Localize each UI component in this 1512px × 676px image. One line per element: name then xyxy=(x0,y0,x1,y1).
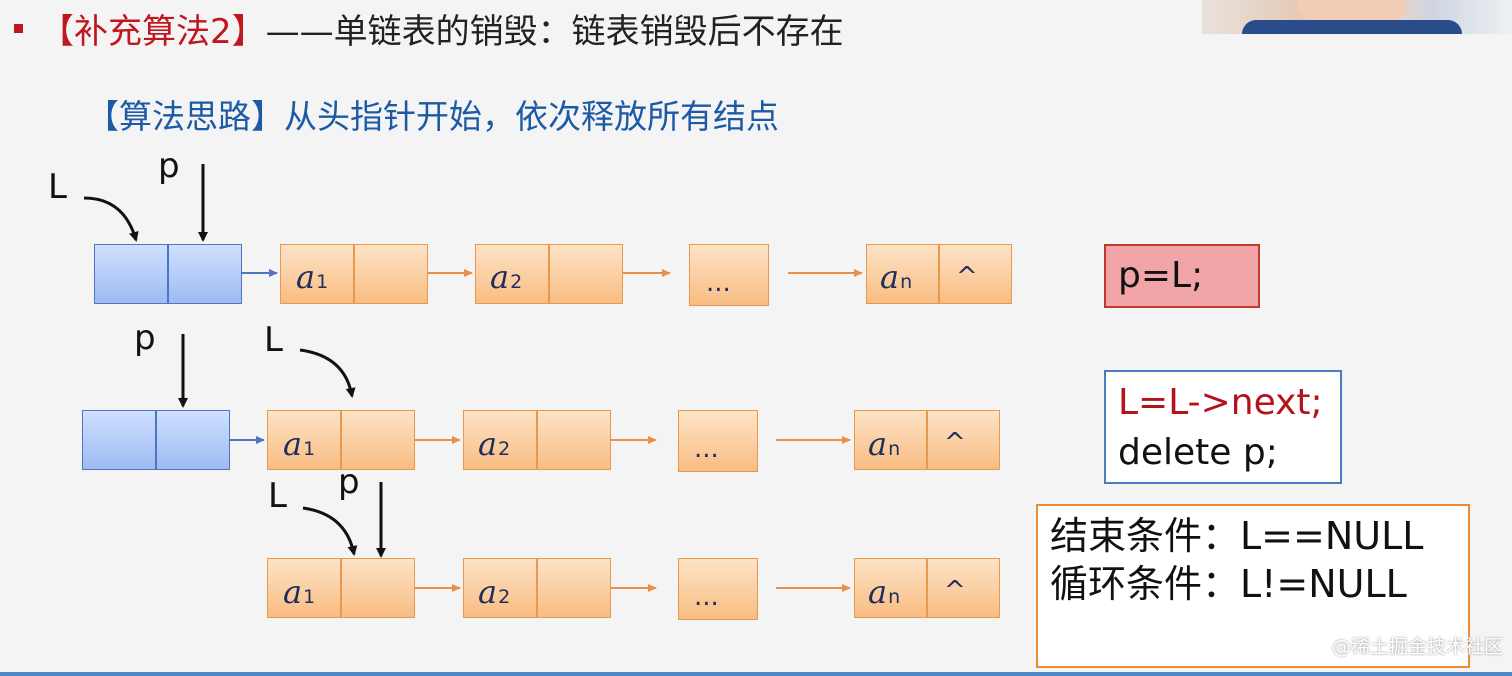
square-bullet-icon xyxy=(14,24,23,33)
row2-head-node-next xyxy=(156,410,230,470)
row3-a1-data xyxy=(267,558,341,618)
row3-ellipsis: ... xyxy=(694,582,719,612)
row2-head-node-data xyxy=(82,410,156,470)
row3-pointer-L: L xyxy=(268,476,287,516)
row1-an-next xyxy=(939,244,1012,304)
row2-ellipsis-node xyxy=(678,410,758,472)
row3-ellipsis-node xyxy=(678,558,758,620)
row2-pointer-p: p xyxy=(134,318,156,358)
row3-an-next xyxy=(927,558,1000,618)
row3-a2-label: a2 xyxy=(478,573,511,611)
row1-an-data xyxy=(866,244,939,304)
row1-null-symbol: ^ xyxy=(956,262,978,292)
row3-null-symbol: ^ xyxy=(944,576,966,606)
row2-ellipsis: ... xyxy=(694,434,719,464)
row1-a1-data xyxy=(280,244,354,304)
row1-L-curved-arrow xyxy=(83,196,139,242)
row3-a1-label: a1 xyxy=(283,573,316,611)
algorithm-idea: 【算法思路】从头指针开始，依次释放所有结点 xyxy=(86,97,779,136)
title-rest: ——单链表的销毁：链表销毁后不存在 xyxy=(265,12,844,52)
page-title: 【补充算法2】——单链表的销毁：链表销毁后不存在 xyxy=(40,10,844,54)
row2-a2-next xyxy=(537,410,611,470)
row1-a2-next xyxy=(549,244,623,304)
row3-L-curved-arrow xyxy=(302,506,358,556)
row1-a1-label: a1 xyxy=(296,258,329,296)
watermark: @稀土掘金技术社区 xyxy=(1332,636,1504,658)
row1-pointer-L: L xyxy=(48,167,67,207)
row2-a1-data xyxy=(267,410,341,470)
bottom-accent-line xyxy=(0,672,1512,676)
row2-an-next xyxy=(927,410,1000,470)
row1-head-node-next xyxy=(168,244,242,304)
row2-a1-next xyxy=(341,410,415,470)
row2-pointer-L: L xyxy=(264,320,283,360)
code-advance: L=L->next; xyxy=(1118,382,1323,423)
row1-pointer-p: p xyxy=(158,146,180,186)
row2-null-symbol: ^ xyxy=(944,428,966,458)
row2-L-curved-arrow xyxy=(299,348,356,398)
row3-a2-data xyxy=(463,558,537,618)
row2-a1-label: a1 xyxy=(283,425,316,463)
code-box-step: L=L->next; delete p; xyxy=(1104,370,1342,484)
end-condition: 结束条件：L==NULL xyxy=(1050,514,1424,558)
row2-a2-data xyxy=(463,410,537,470)
row1-a2-data xyxy=(475,244,549,304)
webcam-overlay xyxy=(1202,0,1512,34)
row1-ellipsis-node xyxy=(689,244,769,306)
code-box-init: p=L; xyxy=(1104,244,1260,308)
presenter-shoulder xyxy=(1242,20,1462,34)
code-init: p=L; xyxy=(1118,255,1204,296)
loop-condition: 循环条件：L!=NULL xyxy=(1050,562,1407,606)
row3-a2-next xyxy=(537,558,611,618)
row1-a1-next xyxy=(354,244,428,304)
row1-ellipsis: ... xyxy=(706,268,731,298)
row3-an-label: an xyxy=(868,573,901,611)
row3-a1-next xyxy=(341,558,415,618)
code-delete: delete p; xyxy=(1118,432,1278,473)
row3-an-data xyxy=(854,558,927,618)
row2-an-data xyxy=(854,410,927,470)
row1-head-node-data xyxy=(94,244,168,304)
conditions-box: 结束条件：L==NULL 循环条件：L!=NULL xyxy=(1036,504,1470,668)
row1-a2-label: a2 xyxy=(490,258,523,296)
row3-pointer-p: p xyxy=(338,462,360,502)
row1-an-label: an xyxy=(880,258,913,296)
title-bracketed: 【补充算法2】 xyxy=(40,12,266,52)
row2-an-label: an xyxy=(868,425,901,463)
row2-a2-label: a2 xyxy=(478,425,511,463)
